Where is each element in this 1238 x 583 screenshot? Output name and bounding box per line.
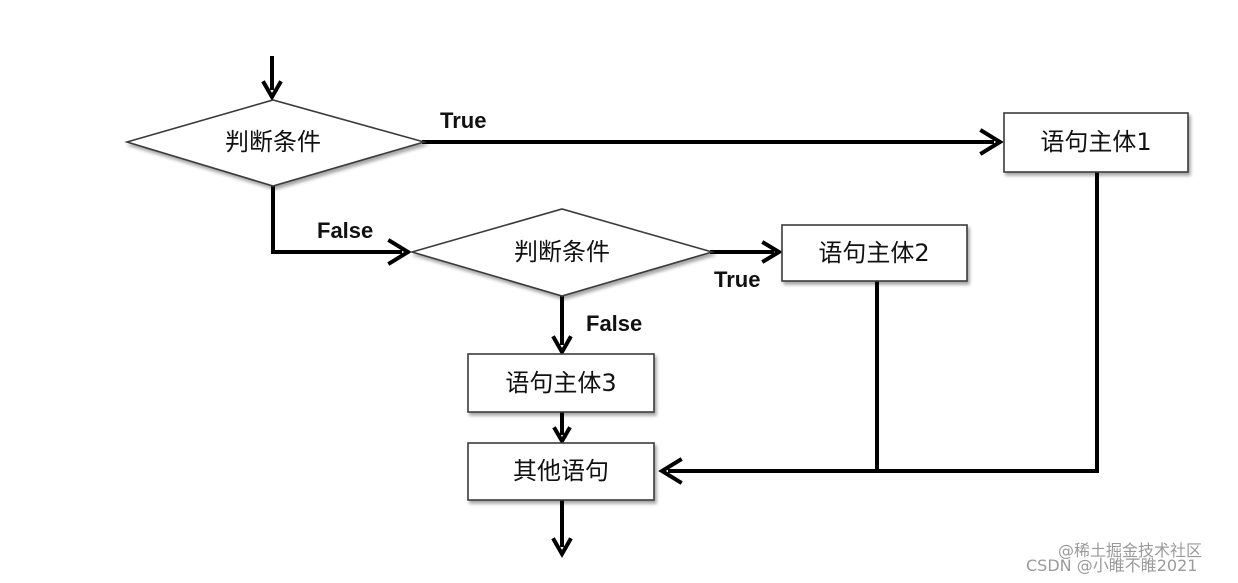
edge-label-true-1: True — [440, 108, 486, 133]
watermark-line-1: @稀土掘金技术社区 — [1058, 541, 1202, 560]
edge-label-false-2: False — [586, 311, 642, 336]
edge-true-2 — [710, 240, 783, 264]
edge-true-1 — [422, 128, 1004, 156]
edge-label-true-2: True — [714, 267, 760, 292]
entry-arrow — [261, 56, 283, 102]
statement-node-2-label: 语句主体2 — [818, 239, 929, 267]
edges — [261, 56, 1099, 559]
edge-s3-other — [552, 412, 572, 445]
exit-arrow — [551, 500, 573, 559]
other-statement-node: 其他语句 — [467, 442, 655, 501]
decision-node-2-label: 判断条件 — [514, 238, 610, 266]
statement-node-1: 语句主体1 — [1003, 112, 1189, 173]
edge-false-2 — [551, 294, 573, 357]
edge-label-false-1: False — [317, 218, 373, 243]
decision-node-1-label: 判断条件 — [225, 128, 321, 156]
statement-node-3-label: 语句主体3 — [505, 369, 616, 397]
statement-node-3: 语句主体3 — [467, 353, 655, 413]
edge-merge — [658, 172, 1099, 485]
decision-node-1: 判断条件 — [124, 99, 427, 187]
decision-node-2: 判断条件 — [409, 208, 715, 297]
statement-node-2: 语句主体2 — [781, 224, 968, 282]
edge-false-1 — [271, 184, 412, 266]
watermark-line-2: CSDN @小睢不睢2021 — [1026, 556, 1197, 575]
other-statement-node-label: 其他语句 — [513, 457, 609, 485]
statement-node-1-label: 语句主体1 — [1040, 128, 1151, 156]
